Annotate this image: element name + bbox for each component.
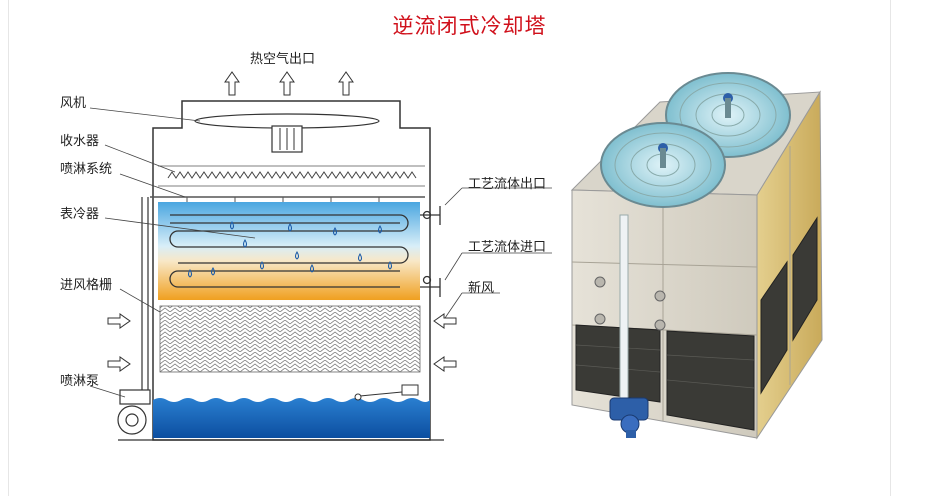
fan-guard-front <box>601 123 725 207</box>
riser-pipe <box>620 215 628 405</box>
pump-icon <box>610 398 648 438</box>
